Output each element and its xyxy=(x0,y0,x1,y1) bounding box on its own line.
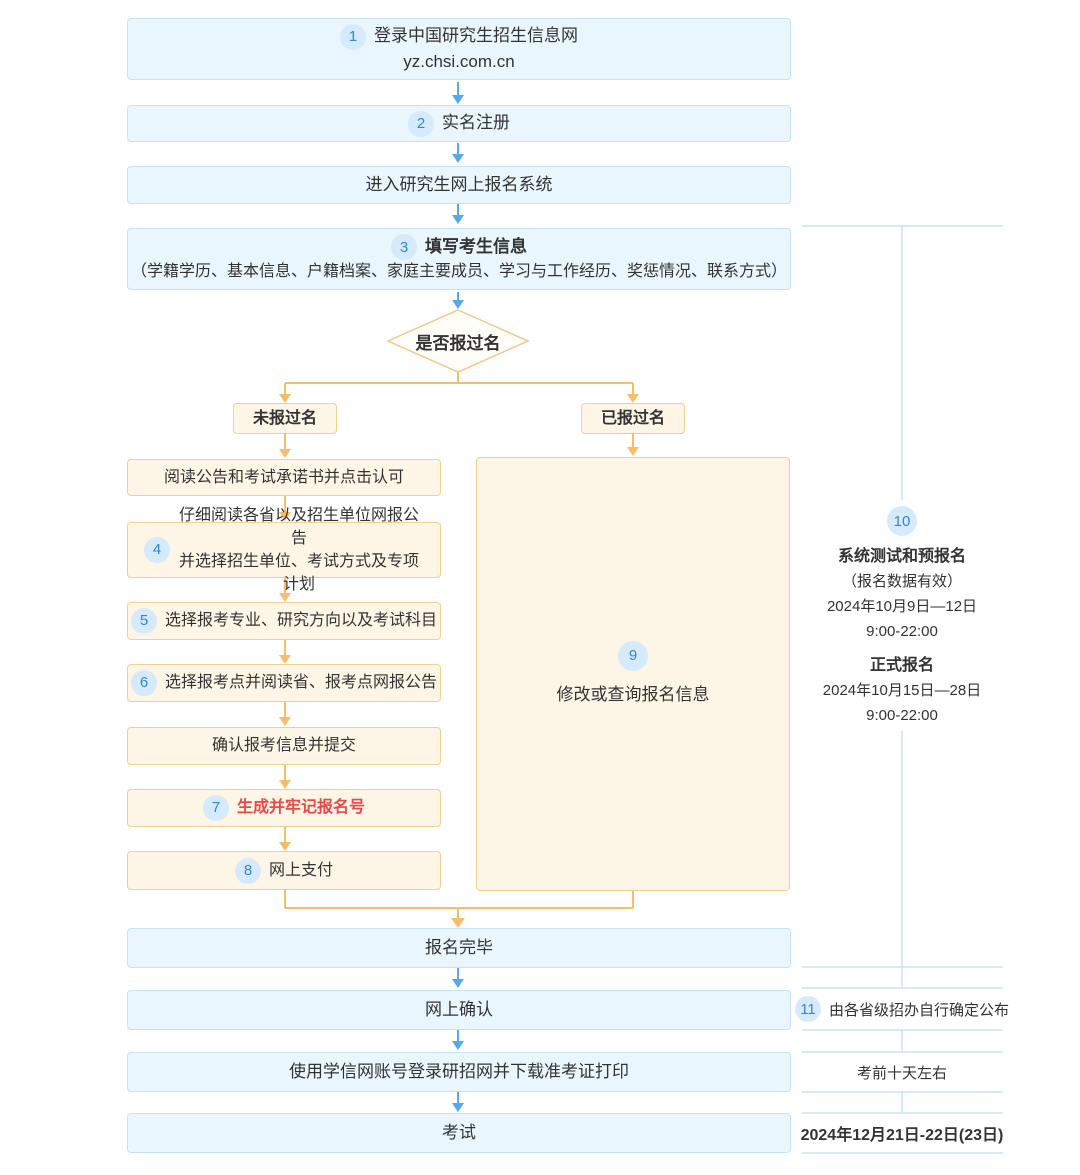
step-number-badge: 8 xyxy=(234,857,261,884)
step-number-badge: 9 xyxy=(618,640,648,671)
step-number-badge: 1 xyxy=(340,23,366,50)
decision-label: 是否报过名 xyxy=(415,333,501,353)
step-box-choose-unit: 4 仔细阅读各省以及招生单位网报公告 并选择招生单位、考试方式及专项计划 xyxy=(127,507,441,593)
modify-query-box: 9 修改或查询报名信息 xyxy=(476,457,790,891)
formal-registration-time: 9:00-22:00 xyxy=(866,707,938,724)
login-url: yz.chsi.com.cn xyxy=(403,51,515,71)
sidebar-note-confirm-time: 11 由各省级招办自行确定公布 xyxy=(792,988,1012,1030)
step-number-badge: 10 xyxy=(887,506,917,536)
login-line: 1 登录中国研究生招生信息网 xyxy=(340,23,578,50)
step-box-confirm-submit: 确认报考信息并提交 xyxy=(127,727,441,765)
register-label: 实名注册 xyxy=(442,113,510,133)
step-number-badge: 5 xyxy=(130,608,157,634)
step-box-read-notice: 阅读公告和考试承诺书并点击认可 xyxy=(127,459,441,496)
sidebar-note-ticket-time: 考前十天左右 xyxy=(856,1064,947,1082)
step-box-enter-system: 进入研究生网上报名系统 xyxy=(127,166,791,204)
step-number-badge: 2 xyxy=(408,110,434,137)
step-number-badge: 11 xyxy=(794,996,821,1022)
sidebar-note-registration-time: 10 系统测试和预报名 （报名数据有效） 2024年10月9日—12日 9:00… xyxy=(792,506,1012,728)
step-number-badge: 4 xyxy=(144,537,170,563)
fill-info-title-row: 3 填写考生信息 xyxy=(391,234,527,261)
exam-box: 考试 xyxy=(127,1113,791,1153)
step-box-generate-id: 7 生成并牢记报名号 xyxy=(127,789,441,827)
formal-registration-date: 2024年10月15日—28日 xyxy=(822,682,982,699)
pre-registration-time: 9:00-22:00 xyxy=(866,623,938,640)
branch-label-not-registered: 未报过名 xyxy=(233,403,337,434)
step-number-badge: 3 xyxy=(391,234,417,261)
enter-system-label: 进入研究生网上报名系统 xyxy=(365,174,553,194)
modify-query-label: 修改或查询报名信息 xyxy=(556,684,710,704)
pay-label: 网上支付 xyxy=(268,861,333,879)
step-box-choose-site: 6 选择报考点并阅读省、报考点网报公告 xyxy=(127,664,441,702)
finish-box: 报名完毕 xyxy=(127,928,791,968)
branch-label-registered: 已报过名 xyxy=(581,403,685,434)
step-box-login: 1 登录中国研究生招生信息网 yz.chsi.com.cn xyxy=(127,18,791,80)
pre-registration-date: 2024年10月9日—12日 xyxy=(826,598,978,615)
choose-unit-line2: 并选择招生单位、考试方式及专项计划 xyxy=(178,553,419,594)
choose-major-label: 选择报考专业、研究方向以及考试科目 xyxy=(164,612,437,630)
choose-site-label: 选择报考点并阅读省、报考点网报公告 xyxy=(164,674,437,692)
pre-registration-note: （报名数据有效） xyxy=(841,573,962,590)
download-ticket-box: 使用学信网账号登录研招网并下载准考证打印 xyxy=(127,1052,791,1092)
step-box-pay: 8 网上支付 xyxy=(127,851,441,890)
fill-info-subtitle: （学籍学历、基本信息、户籍档案、家庭主要成员、学习与工作经历、奖惩情况、联系方式… xyxy=(130,263,787,281)
formal-registration-title: 正式报名 xyxy=(869,657,934,674)
step-number-badge: 7 xyxy=(202,795,229,821)
generate-id-label: 生成并牢记报名号 xyxy=(236,799,365,817)
fill-info-title: 填写考生信息 xyxy=(425,237,527,257)
step-box-fill-info: 3 填写考生信息 （学籍学历、基本信息、户籍档案、家庭主要成员、学习与工作经历、… xyxy=(127,228,791,290)
choose-unit-line1: 仔细阅读各省以及招生单位网报公告 xyxy=(178,506,419,547)
sidebar-note-exam-date: 2024年12月21日-22日(23日) xyxy=(800,1127,1004,1144)
login-text: 登录中国研究生招生信息网 xyxy=(374,26,578,46)
confirm-time-label: 由各省级招办自行确定公布 xyxy=(828,1001,1009,1019)
pre-registration-title: 系统测试和预报名 xyxy=(837,548,966,565)
step-box-choose-major: 5 选择报考专业、研究方向以及考试科目 xyxy=(127,602,441,640)
step-box-register: 2 实名注册 xyxy=(127,105,791,142)
online-confirm-box: 网上确认 xyxy=(127,990,791,1030)
step-number-badge: 6 xyxy=(130,670,157,696)
